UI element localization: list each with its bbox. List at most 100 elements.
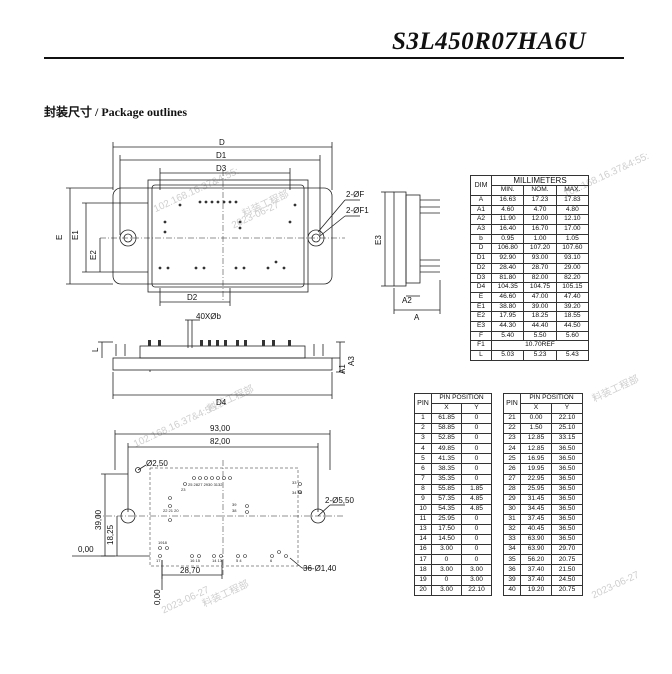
table-cell: 12.85 <box>520 443 552 455</box>
table-cell: D <box>470 243 492 255</box>
col-y: Y <box>461 403 492 414</box>
dim-L-label: L <box>91 347 100 352</box>
dim-E3-label: E3 <box>374 235 383 245</box>
pin-label: 39 <box>232 502 237 507</box>
table-cell: 39 <box>503 574 521 586</box>
table-cell: 36.50 <box>551 503 583 515</box>
table-cell: 14.50 <box>431 534 462 546</box>
table-cell: 34 <box>503 544 521 556</box>
table-cell: D4 <box>470 282 492 293</box>
header-rule <box>44 57 624 59</box>
table-cell: 1.85 <box>461 483 492 495</box>
table-cell: 92.90 <box>490 253 525 264</box>
module-housing <box>147 179 309 293</box>
table-cell: 52.85 <box>431 433 462 445</box>
table-cell: 28 <box>503 483 521 495</box>
col-x: X <box>520 403 552 414</box>
table-cell: 22.10 <box>461 584 492 596</box>
table-cell: 18.55 <box>555 311 590 322</box>
table-cell: 2 <box>414 423 432 435</box>
table-cell: 21 <box>503 412 521 425</box>
table-cell: 34.45 <box>520 503 552 515</box>
table-cell: 3.00 <box>431 584 462 596</box>
table-cell: 37.40 <box>520 564 552 576</box>
pin-label: 17 <box>156 558 161 563</box>
table-cell: 31.45 <box>520 493 552 505</box>
table-cell: 36.50 <box>551 534 583 546</box>
pin-label: 22 21 20 <box>163 508 179 513</box>
module-outline <box>112 187 333 285</box>
table-cell: 5.43 <box>555 350 590 361</box>
dim-E2-label: E2 <box>89 250 98 260</box>
table-cell: 9 <box>414 493 432 505</box>
table-cell: 19 <box>414 574 432 586</box>
table-cell: 58.85 <box>431 423 462 435</box>
table-cell: 46.60 <box>490 291 525 303</box>
dim-D4-label: D4 <box>216 398 227 407</box>
table-cell: 22.95 <box>520 473 552 485</box>
table-cell: 31 <box>503 513 521 526</box>
table-cell: 5.50 <box>523 330 557 342</box>
table-cell: 17.23 <box>523 195 557 206</box>
table-cell: 4.85 <box>461 493 492 505</box>
table-cell: 44.50 <box>555 320 590 332</box>
table-cell: 1.00 <box>523 233 557 245</box>
pin-position-header: PIN POSITION <box>431 393 492 404</box>
table-cell: 20.75 <box>551 554 583 566</box>
drill-holes-mount: 2-Ø5,50 <box>325 496 354 505</box>
dim-E1-label: E1 <box>71 230 80 240</box>
dim-E-label: E <box>55 235 64 240</box>
pin-header: PIN <box>414 393 432 414</box>
table-cell: A2 <box>470 214 492 226</box>
pin-label: 25 2827 2930 3132 <box>188 482 223 487</box>
table-cell: 28.70 <box>523 262 557 274</box>
table-cell: 44.30 <box>490 320 525 332</box>
dim-A1-label: A1 <box>338 364 347 374</box>
side-baseplate <box>112 357 333 371</box>
table-cell: 11 <box>414 513 432 526</box>
table-cell: D2 <box>470 262 492 274</box>
table-cell: 3.00 <box>461 574 492 586</box>
module-inner <box>151 184 305 288</box>
table-cell: A1 <box>470 204 492 216</box>
section-title: 封装尺寸 / Package outlines <box>44 105 187 119</box>
table-cell: 41.35 <box>431 453 462 465</box>
table-cell: 0 <box>461 423 492 435</box>
drill-dim-28: 28,70 <box>180 566 201 575</box>
table-cell: 36 <box>503 564 521 576</box>
table-cell: 11.90 <box>490 214 525 226</box>
table-cell: 17.50 <box>431 524 462 536</box>
table-cell: 30 <box>503 503 521 515</box>
table-cell: 0 <box>461 554 492 566</box>
table-cell: 5.03 <box>490 350 525 361</box>
pin-position-header: PIN POSITION <box>520 393 583 404</box>
table-cell: 20 <box>414 584 432 596</box>
drill-holes-pins: 36-Ø1,40 <box>303 564 337 573</box>
table-cell: 16.70 <box>523 224 557 235</box>
table-cell: 12.10 <box>555 214 590 226</box>
table-cell: 8 <box>414 483 432 495</box>
